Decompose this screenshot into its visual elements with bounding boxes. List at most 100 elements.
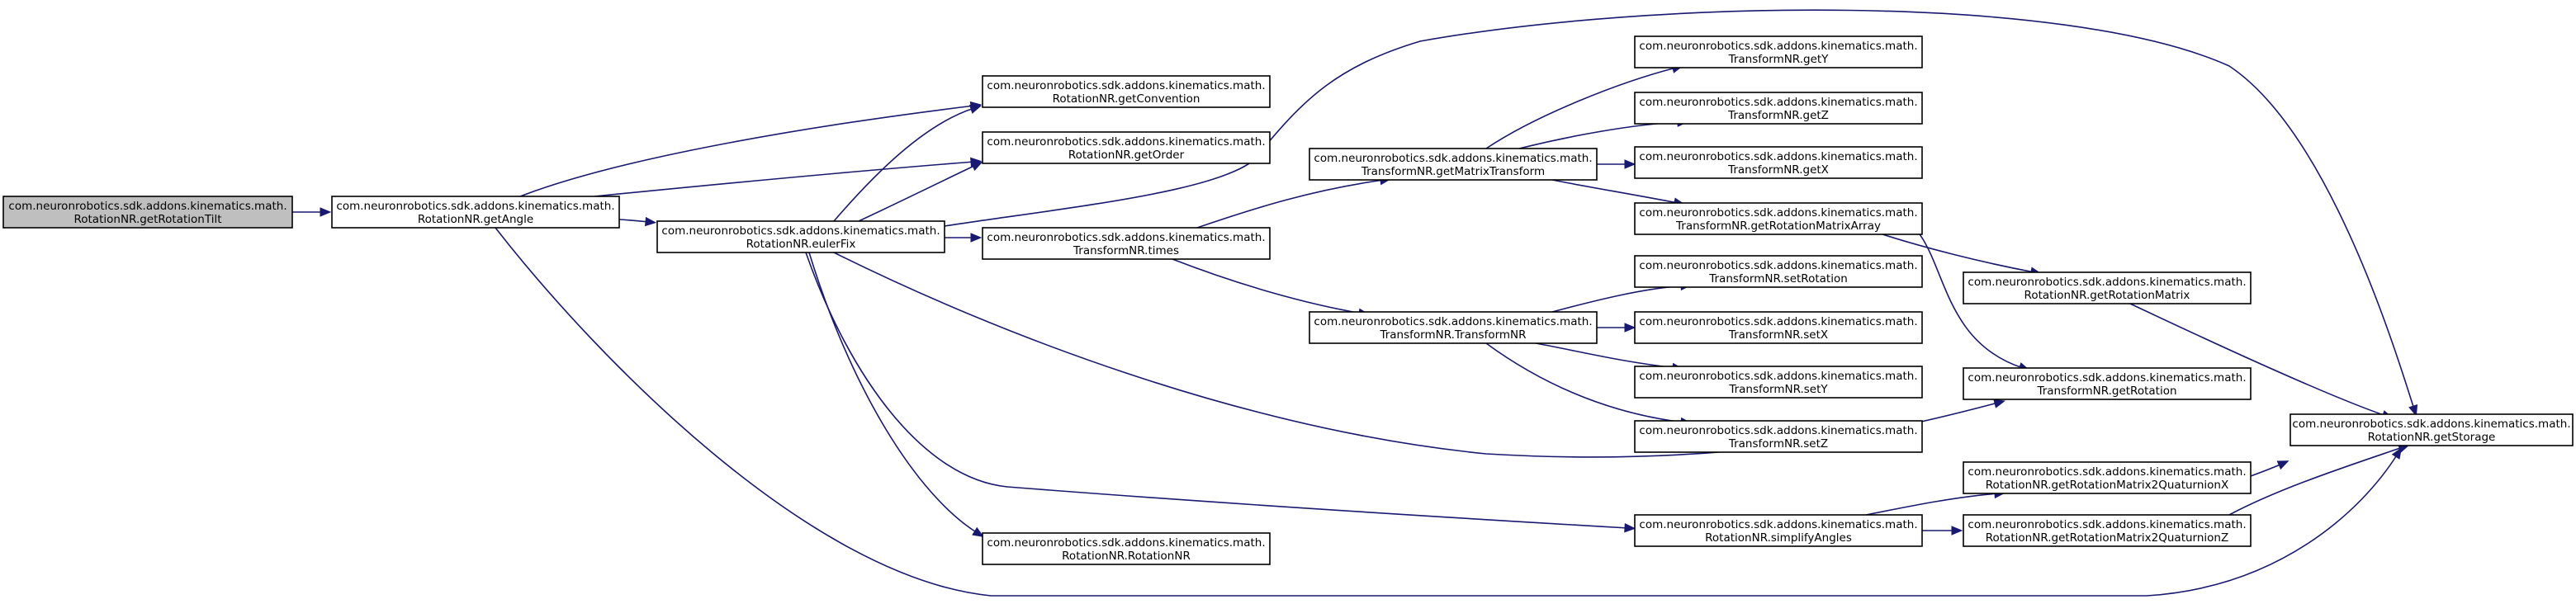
node-times[interactable]: com.neuronrobotics.sdk.addons.kinematics… <box>982 227 1271 260</box>
nodes-layer: com.neuronrobotics.sdk.addons.kinematics… <box>2 35 2574 565</box>
node-box-getOrder[interactable] <box>982 131 1271 164</box>
node-label-package: com.neuronrobotics.sdk.addons.kinematics… <box>1968 371 2246 385</box>
edge-times-to-transformNRCtor <box>1172 258 1363 314</box>
node-label-method: RotationNR.getRotationTilt <box>73 213 221 226</box>
node-label-method: TransformNR.getX <box>1727 163 1829 177</box>
edge-getAngle-to-getOrder <box>594 161 975 197</box>
edge-getRotationTilt-to-getAngle-arrowhead <box>320 207 332 217</box>
node-box-getX[interactable] <box>1634 146 1923 179</box>
node-label-method: TransformNR.TransformNR <box>1379 328 1526 342</box>
node-box-getStorage[interactable] <box>2290 413 2574 446</box>
node-box-getRotationMatrix[interactable] <box>1963 271 2252 304</box>
node-label-package: com.neuronrobotics.sdk.addons.kinematics… <box>2292 418 2570 431</box>
node-label-method: TransformNR.setY <box>1728 383 1828 396</box>
node-box-getRotation[interactable] <box>1963 367 2252 400</box>
node-label-method: TransformNR.setZ <box>1728 437 1828 451</box>
node-label-package: com.neuronrobotics.sdk.addons.kinematics… <box>1639 96 1917 109</box>
node-getX[interactable]: com.neuronrobotics.sdk.addons.kinematics… <box>1634 146 1923 179</box>
node-label-method: TransformNR.getMatrixTransform <box>1361 165 1545 178</box>
node-box-times[interactable] <box>982 227 1271 260</box>
node-label-package: com.neuronrobotics.sdk.addons.kinematics… <box>1639 206 1917 219</box>
node-box-transformNRCtor[interactable] <box>1309 311 1598 344</box>
node-label-method: RotationNR.RotationNR <box>1062 550 1191 563</box>
node-box-setY[interactable] <box>1634 366 1923 399</box>
node-label-package: com.neuronrobotics.sdk.addons.kinematics… <box>1314 315 1592 328</box>
node-box-getY[interactable] <box>1634 35 1923 68</box>
node-getStorage[interactable]: com.neuronrobotics.sdk.addons.kinematics… <box>2290 413 2574 446</box>
node-label-package: com.neuronrobotics.sdk.addons.kinematics… <box>1639 518 1917 531</box>
edge-getAngle-to-eulerFix-arrowhead <box>644 216 657 227</box>
node-getRotationMatrix2QuaturnionZ[interactable]: com.neuronrobotics.sdk.addons.kinematics… <box>1963 514 2252 547</box>
edge-getRotationMatrix2QuaturnionX-to-getStorage-arrowhead <box>2276 460 2290 470</box>
node-setRotation[interactable]: com.neuronrobotics.sdk.addons.kinematics… <box>1634 255 1923 288</box>
node-label-method: TransformNR.getZ <box>1727 109 1829 122</box>
node-box-setZ[interactable] <box>1634 420 1923 453</box>
node-box-getConvention[interactable] <box>982 75 1271 108</box>
node-label-package: com.neuronrobotics.sdk.addons.kinematics… <box>1968 518 2246 531</box>
node-box-getZ[interactable] <box>1634 92 1923 125</box>
node-box-getRotationMatrixArray[interactable] <box>1634 202 1923 235</box>
node-box-setX[interactable] <box>1634 311 1923 344</box>
node-rotationNRCtor[interactable]: com.neuronrobotics.sdk.addons.kinematics… <box>982 532 1271 565</box>
node-label-method: RotationNR.getConvention <box>1053 92 1200 106</box>
edge-eulerFix-to-getStorage-arrowhead <box>2408 403 2418 417</box>
node-label-method: RotationNR.getRotationMatrix2QuaturnionZ <box>1986 531 2228 545</box>
node-box-simplifyAngles[interactable] <box>1634 514 1923 547</box>
edge-eulerFix-to-getOrder-arrowhead <box>970 162 983 172</box>
node-label-package: com.neuronrobotics.sdk.addons.kinematics… <box>987 135 1265 149</box>
node-eulerFix[interactable]: com.neuronrobotics.sdk.addons.kinematics… <box>656 220 945 253</box>
edge-eulerFix-to-getRotation-arrowhead <box>1993 399 2005 408</box>
node-box-eulerFix[interactable] <box>656 220 945 253</box>
node-getZ[interactable]: com.neuronrobotics.sdk.addons.kinematics… <box>1634 92 1923 125</box>
node-getRotationMatrix2QuaturnionX[interactable]: com.neuronrobotics.sdk.addons.kinematics… <box>1963 461 2252 494</box>
node-getRotationMatrixArray[interactable]: com.neuronrobotics.sdk.addons.kinematics… <box>1634 202 1923 235</box>
node-label-method: TransformNR.setX <box>1728 328 1828 342</box>
node-simplifyAngles[interactable]: com.neuronrobotics.sdk.addons.kinematics… <box>1634 514 1923 547</box>
node-label-package: com.neuronrobotics.sdk.addons.kinematics… <box>987 79 1265 92</box>
edge-getAngle-to-getConvention <box>519 105 975 197</box>
edge-getMatrixTransform-to-getX-arrowhead <box>1624 159 1636 169</box>
node-getOrder[interactable]: com.neuronrobotics.sdk.addons.kinematics… <box>982 131 1271 164</box>
edge-simplifyAngles-to-getRotationMatrix2QuaturnionZ-arrowhead <box>1951 526 1963 536</box>
node-label-method: RotationNR.getRotationMatrix <box>2024 289 2190 302</box>
node-label-method: RotationNR.getAngle <box>418 213 533 226</box>
node-label-method: RotationNR.getStorage <box>2368 431 2496 444</box>
edge-getMatrixTransform-to-getZ <box>1518 121 1682 149</box>
node-setY[interactable]: com.neuronrobotics.sdk.addons.kinematics… <box>1634 366 1923 399</box>
node-label-package: com.neuronrobotics.sdk.addons.kinematics… <box>1639 424 1917 437</box>
node-box-getAngle[interactable] <box>331 196 620 229</box>
edge-times-to-getMatrixTransform <box>1196 179 1385 229</box>
node-label-method: TransformNR.times <box>1073 244 1179 257</box>
edge-getRotationMatrix2QuaturnionX-to-getStorage <box>2250 463 2283 477</box>
node-getRotationMatrix[interactable]: com.neuronrobotics.sdk.addons.kinematics… <box>1963 271 2252 304</box>
node-label-package: com.neuronrobotics.sdk.addons.kinematics… <box>336 200 614 213</box>
node-label-package: com.neuronrobotics.sdk.addons.kinematics… <box>1314 152 1592 165</box>
node-label-package: com.neuronrobotics.sdk.addons.kinematics… <box>1639 40 1917 53</box>
edge-eulerFix-to-simplifyAngles <box>805 252 1629 529</box>
node-setX[interactable]: com.neuronrobotics.sdk.addons.kinematics… <box>1634 311 1923 344</box>
node-setZ[interactable]: com.neuronrobotics.sdk.addons.kinematics… <box>1634 420 1923 453</box>
node-box-setRotation[interactable] <box>1634 255 1923 288</box>
node-getConvention[interactable]: com.neuronrobotics.sdk.addons.kinematics… <box>982 75 1271 108</box>
node-box-getRotationMatrix2QuaturnionZ[interactable] <box>1963 514 2252 547</box>
node-getAngle[interactable]: com.neuronrobotics.sdk.addons.kinematics… <box>331 196 620 229</box>
edge-eulerFix-to-getConvention-arrowhead <box>968 104 982 114</box>
edge-eulerFix-to-getStorage <box>944 9 2415 410</box>
node-label-package: com.neuronrobotics.sdk.addons.kinematics… <box>661 224 940 238</box>
node-getMatrixTransform[interactable]: com.neuronrobotics.sdk.addons.kinematics… <box>1309 148 1598 181</box>
node-label-method: RotationNR.getOrder <box>1068 149 1185 162</box>
edge-transformNRCtor-to-setZ <box>1485 342 1685 423</box>
edge-getAngle-to-getStorage <box>495 227 2398 597</box>
node-box-getMatrixTransform[interactable] <box>1309 148 1598 181</box>
node-box-getRotationMatrix2QuaturnionX[interactable] <box>1963 461 2252 494</box>
node-label-method: TransformNR.getY <box>1728 53 1830 66</box>
node-getRotationTilt[interactable]: com.neuronrobotics.sdk.addons.kinematics… <box>2 196 293 229</box>
node-label-method: RotationNR.eulerFix <box>746 238 856 251</box>
node-getY[interactable]: com.neuronrobotics.sdk.addons.kinematics… <box>1634 35 1923 68</box>
node-box-getRotationTilt[interactable] <box>2 196 293 229</box>
node-getRotation[interactable]: com.neuronrobotics.sdk.addons.kinematics… <box>1963 367 2252 400</box>
node-box-rotationNRCtor[interactable] <box>982 532 1271 565</box>
node-label-package: com.neuronrobotics.sdk.addons.kinematics… <box>1639 150 1917 163</box>
node-transformNRCtor[interactable]: com.neuronrobotics.sdk.addons.kinematics… <box>1309 311 1598 344</box>
edge-simplifyAngles-to-getRotationMatrix2QuaturnionX <box>1865 493 1999 516</box>
